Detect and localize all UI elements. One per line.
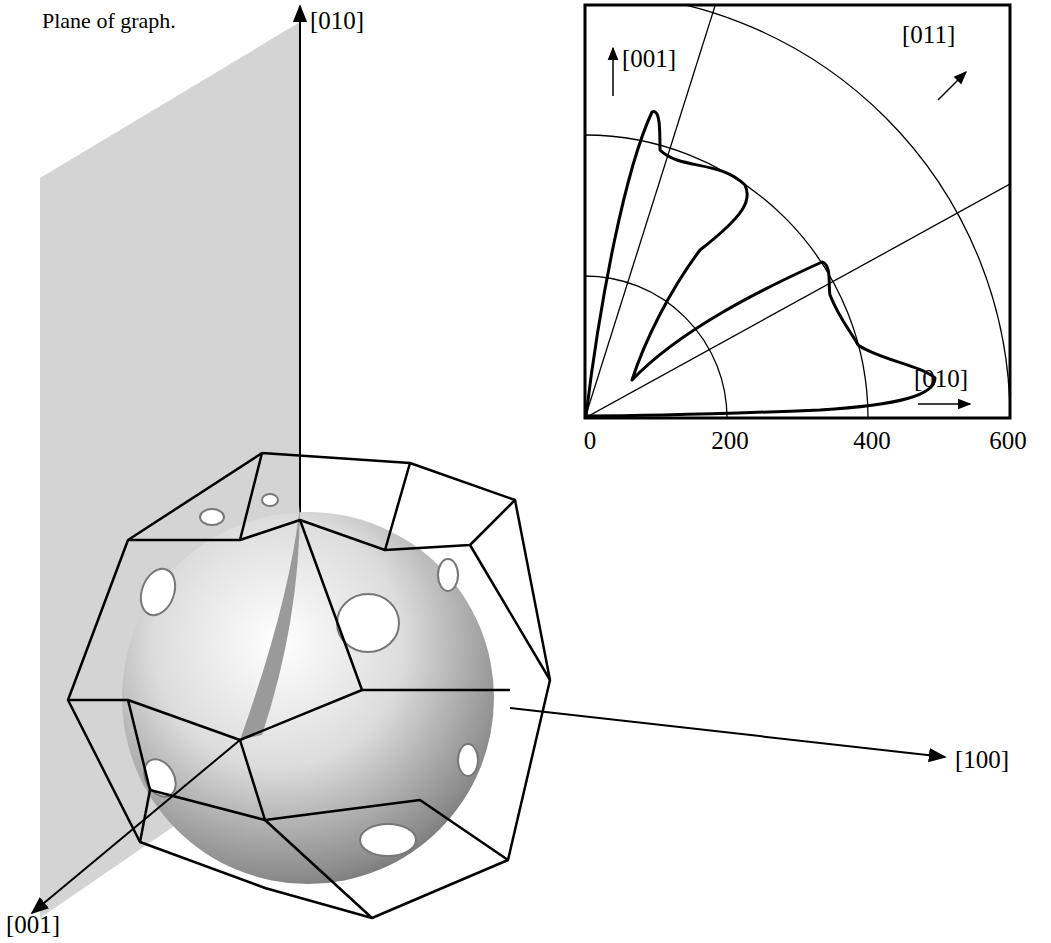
polar-plot (585, 0, 1012, 418)
tick-label: 400 (853, 428, 891, 453)
plane-cut (240, 505, 300, 740)
axis-arrow (510, 708, 945, 757)
axis-label: [001] (6, 912, 60, 937)
axis-arrow (299, 6, 301, 520)
axis-label: [010] (310, 8, 364, 33)
tick-label: 0 (584, 428, 597, 453)
axis-arrow (32, 740, 240, 913)
axis-label: [011] (902, 22, 955, 47)
axis-label: [001] (622, 46, 676, 71)
fermi-sphere (122, 512, 494, 884)
axis-label: [010] (914, 366, 968, 391)
tick-label: 600 (989, 428, 1027, 453)
brillouin-zone (68, 453, 550, 918)
tick-label: 200 (711, 428, 749, 453)
plane-label: Plane of graph. (42, 10, 176, 32)
axis-label: [100] (955, 747, 1009, 772)
